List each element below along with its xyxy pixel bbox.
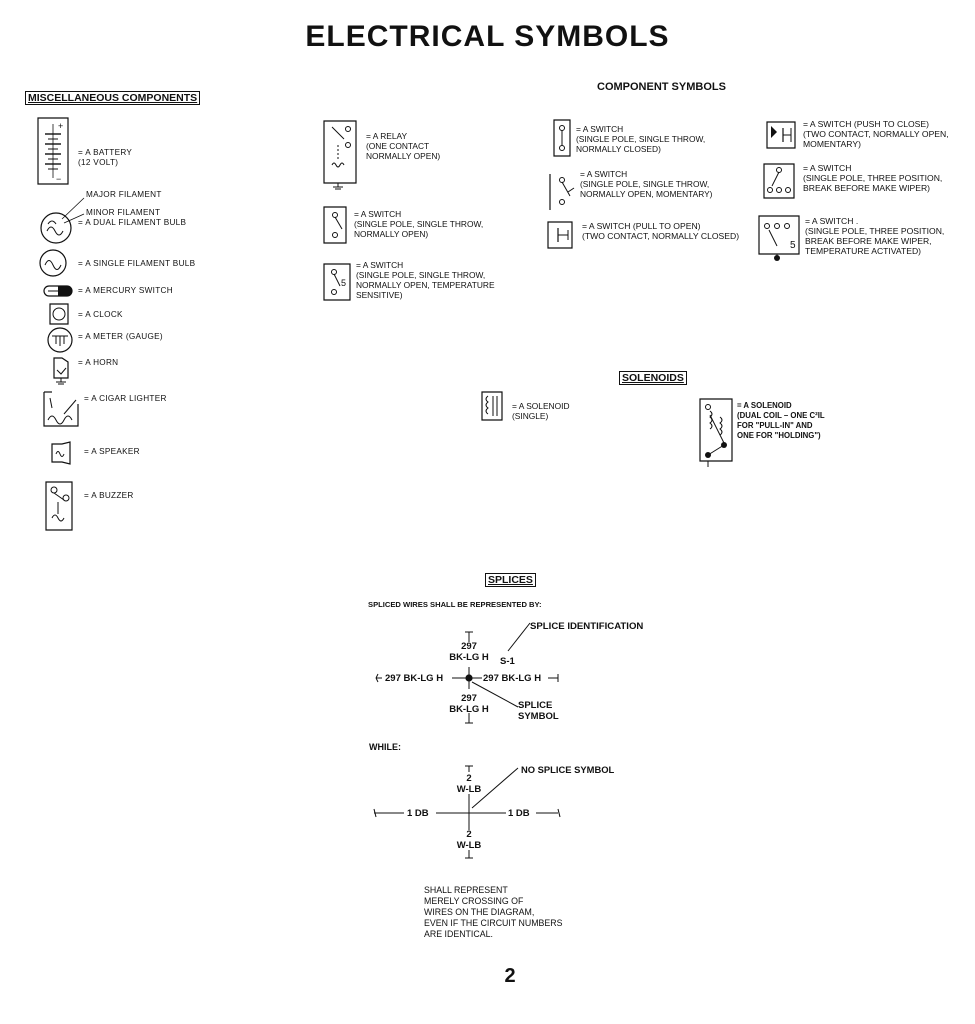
horn-icon xyxy=(50,356,74,388)
page-number: 2 xyxy=(504,965,516,987)
splice-top-color: BK-LG H xyxy=(449,652,489,663)
relay-label: = A RELAY (ONE CONTACT NORMALLY OPEN) xyxy=(366,131,441,161)
switch-spst-nc-icon xyxy=(552,118,574,158)
crossing-top-number: 2 xyxy=(466,773,472,784)
misc-heading: MISCELLANEOUS COMPONENTS xyxy=(25,91,201,105)
minor-filament-label: MINOR FILAMENT xyxy=(86,208,161,217)
solenoid-single-label: = A SOLENOID (SINGLE) xyxy=(512,401,570,421)
speaker-icon xyxy=(50,440,72,466)
mercury-label: = A MERCURY SWITCH xyxy=(78,286,173,295)
while-label: WHILE: xyxy=(369,742,401,752)
cigar-lighter-icon xyxy=(40,390,84,428)
crossing-bottom-color: W-LB xyxy=(456,840,482,851)
switch-push-to-close-icon xyxy=(765,120,799,152)
switch-three-position-icon xyxy=(762,162,798,202)
mercury-switch-icon xyxy=(42,284,76,298)
buzzer-icon xyxy=(44,480,76,532)
page-title: ELECTRICAL SYMBOLS xyxy=(305,20,670,53)
svg-text:+: + xyxy=(58,121,63,131)
dual-filament-bulb-icon xyxy=(38,196,88,246)
switch-momentary-icon xyxy=(546,170,576,214)
meter-gauge-icon xyxy=(46,326,76,354)
splice-bottom-number: 297 xyxy=(461,693,477,704)
splice-top-number: 297 xyxy=(461,641,477,652)
wire-crossing-diagram xyxy=(360,758,580,868)
svg-text:5: 5 xyxy=(341,278,346,288)
speaker-label: = A SPEAKER xyxy=(84,447,140,456)
switch-temperature-label: = A SWITCH (SINGLE POLE, SINGLE THROW, N… xyxy=(356,260,495,300)
major-filament-label: MAJOR FILAMENT xyxy=(86,190,162,199)
crossing-bottom-number: 2 xyxy=(466,829,472,840)
splice-identification-label: SPLICE IDENTIFICATION xyxy=(530,621,644,632)
splice-intro: SPLICED WIRES SHALL BE REPRESENTED BY: xyxy=(368,600,542,609)
meter-label: = A METER (GAUGE) xyxy=(78,332,163,341)
switch-momentary-label: = A SWITCH (SINGLE POLE, SINGLE THROW, N… xyxy=(580,169,713,199)
single-filament-bulb-icon xyxy=(38,248,70,278)
solenoid-dual-label: = A SOLENOID (DUAL COIL – ONE C²IL FOR "… xyxy=(737,401,825,440)
splice-s1-label: S-1 xyxy=(500,656,515,667)
horn-label: = A HORN xyxy=(78,358,119,367)
clock-icon xyxy=(48,302,72,326)
solenoid-single-icon xyxy=(480,390,506,422)
switch-push-label: = A SWITCH (PUSH TO CLOSE) (TWO CONTACT,… xyxy=(803,119,949,149)
switch-pull-to-open-icon xyxy=(546,220,576,252)
crossing-top-color: W-LB xyxy=(456,784,482,795)
solenoids-heading: SOLENOIDS xyxy=(619,371,687,385)
splice-left-wire: 297 BK-LG H xyxy=(385,673,444,684)
splice-right-wire: 297 BK-LG H xyxy=(483,673,542,684)
crossing-note: SHALL REPRESENT MERELY CROSSING OF WIRES… xyxy=(424,885,563,939)
single-bulb-label: = A SINGLE FILAMENT BULB xyxy=(78,259,196,268)
crossing-left-wire: 1 DB xyxy=(407,808,429,819)
switch-pull-label: = A SWITCH (PULL TO OPEN) (TWO CONTACT, … xyxy=(582,221,740,241)
splices-heading: SPLICES xyxy=(485,573,536,587)
switch-three-position-temperature-icon: 5 xyxy=(757,214,805,261)
svg-text:5: 5 xyxy=(790,240,796,251)
switch-spst-no-icon xyxy=(322,205,350,245)
splice-bottom-color: BK-LG H xyxy=(449,704,489,715)
relay-icon xyxy=(322,119,362,191)
battery-icon: + − xyxy=(36,116,70,188)
cigar-label: = A CIGAR LIGHTER xyxy=(84,394,167,403)
switch-three-temp-label: = A SWITCH . (SINGLE POLE, THREE POSITIO… xyxy=(805,216,945,256)
no-splice-symbol-label: NO SPLICE SYMBOL xyxy=(521,764,615,775)
svg-text:−: − xyxy=(56,174,61,184)
crossing-right-wire: 1 DB xyxy=(508,808,530,819)
solenoid-dual-icon xyxy=(698,397,738,469)
switch-three-label: = A SWITCH (SINGLE POLE, THREE POSITION,… xyxy=(803,163,943,193)
switch-spst-no-label: = A SWITCH (SINGLE POLE, SINGLE THROW, N… xyxy=(354,209,484,239)
battery-label: = A BATTERY (12 VOLT) xyxy=(78,148,133,167)
splice-diagram xyxy=(360,615,660,735)
dual-bulb-label: = A DUAL FILAMENT BULB xyxy=(78,218,187,227)
splice-symbol-label: SPLICE SYMBOL xyxy=(518,700,559,722)
buzzer-label: = A BUZZER xyxy=(84,491,134,500)
switch-spst-nc-label: = A SWITCH (SINGLE POLE, SINGLE THROW, N… xyxy=(576,124,706,154)
component-symbols-heading: COMPONENT SYMBOLS xyxy=(597,81,726,93)
switch-temperature-icon: 5 xyxy=(322,262,354,302)
clock-label: = A CLOCK xyxy=(78,310,123,319)
